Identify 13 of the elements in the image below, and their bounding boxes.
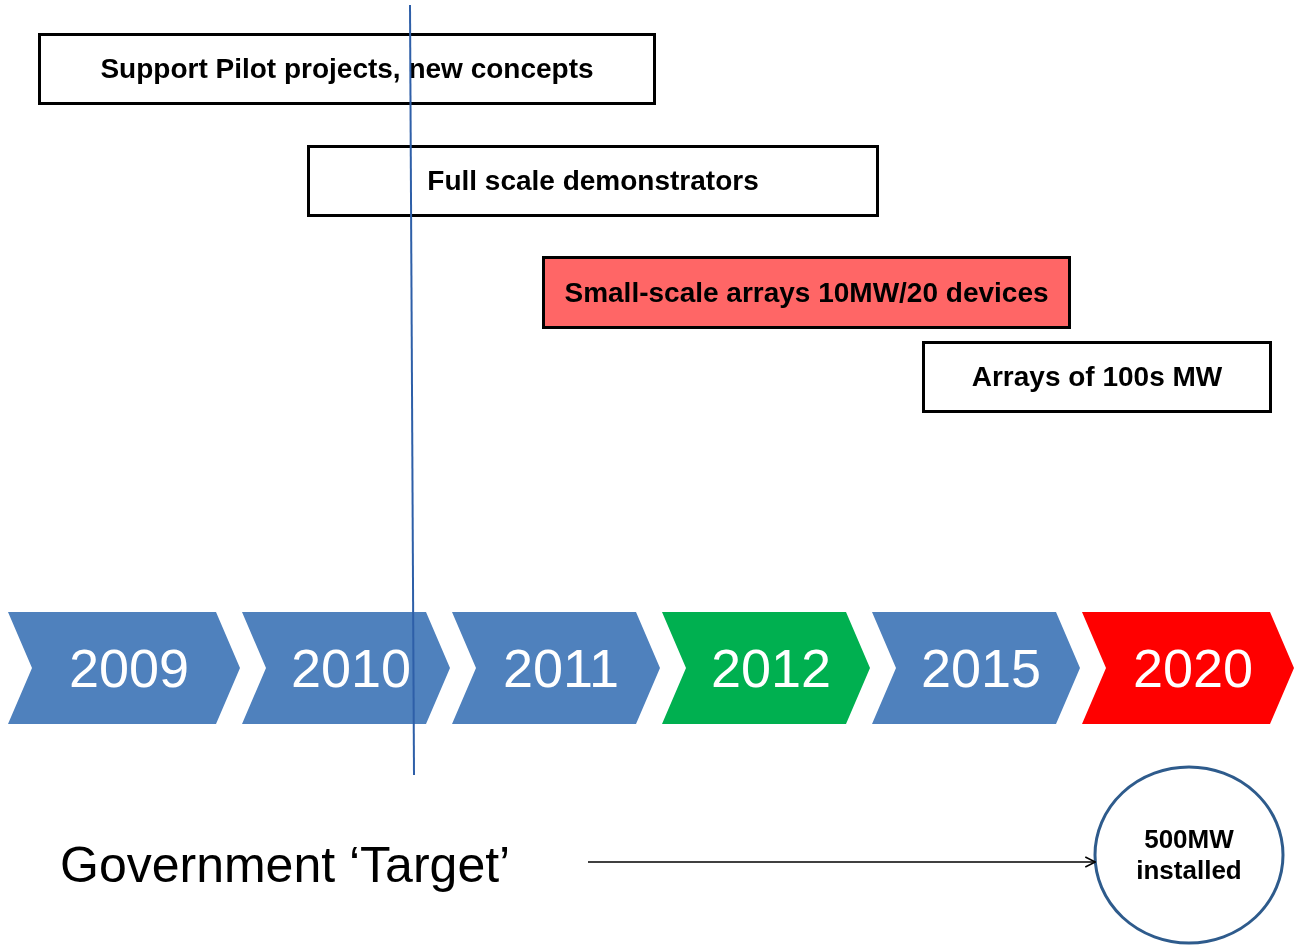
arrow bbox=[587, 856, 1097, 868]
target-circle: 500MW installed bbox=[1093, 765, 1285, 945]
phase-bar: Support Pilot projects, new concepts bbox=[38, 33, 656, 105]
timeline-step: 2020 bbox=[1082, 612, 1294, 724]
target-label: Government ‘Target’ bbox=[60, 825, 520, 905]
timeline-step: 2012 bbox=[662, 612, 870, 724]
phase-bar: Small-scale arrays 10MW/20 devices bbox=[542, 256, 1071, 329]
phase-bar: Arrays of 100s MW bbox=[922, 341, 1272, 413]
timeline-step: 2009 bbox=[8, 612, 240, 724]
timeline-step: 2011 bbox=[452, 612, 660, 724]
phase-bar: Full scale demonstrators bbox=[307, 145, 879, 217]
timeline-step: 2015 bbox=[872, 612, 1080, 724]
timeline-step: 2010 bbox=[242, 612, 450, 724]
